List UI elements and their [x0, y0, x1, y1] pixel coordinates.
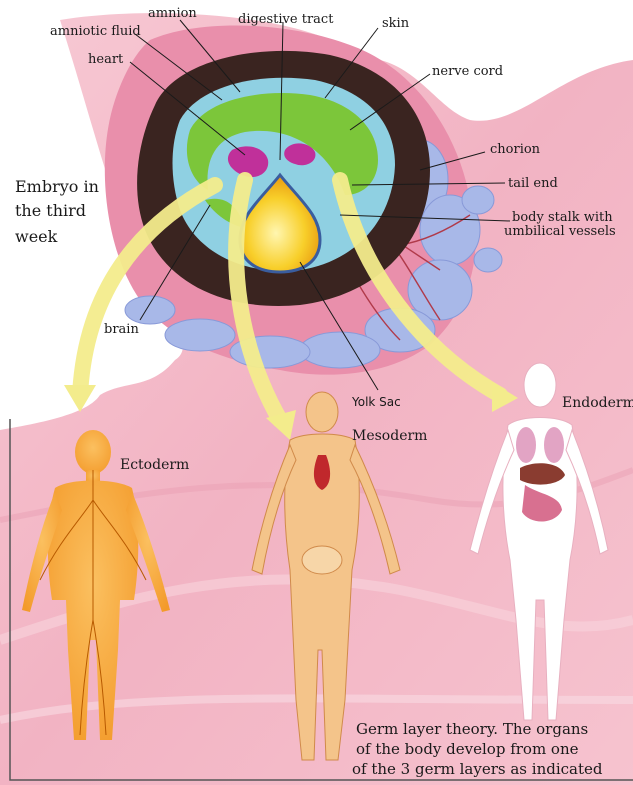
label-mesoderm: Mesoderm: [352, 428, 427, 444]
label-skin: skin: [382, 16, 409, 32]
caption-line2: of the body develop from one: [356, 740, 633, 758]
label-nerve-cord: nerve cord: [432, 64, 503, 80]
label-embryo-line3: week: [15, 226, 57, 248]
label-ectoderm: Ectoderm: [120, 457, 189, 473]
label-yolk-sac: Yolk Sac: [352, 394, 401, 410]
label-chorion: chorion: [490, 142, 540, 158]
label-tail-end: tail end: [508, 176, 558, 192]
label-amnion: amnion: [148, 6, 197, 22]
caption-line1: Germ layer theory. The organs: [356, 720, 633, 738]
label-embryo-line1: Embryo in: [15, 176, 99, 198]
label-embryo-line2: the third: [15, 200, 86, 222]
label-heart: heart: [88, 52, 123, 68]
label-brain: brain: [104, 322, 139, 338]
caption-line3: of the 3 germ layers as indicated: [352, 760, 633, 778]
label-amniotic-fluid: amniotic fluid: [50, 24, 141, 40]
label-endoderm: Endoderm: [562, 395, 633, 411]
label-digestive-tract: digestive tract: [238, 12, 333, 28]
label-body-stalk-line2: umbilical vessels: [504, 224, 616, 240]
